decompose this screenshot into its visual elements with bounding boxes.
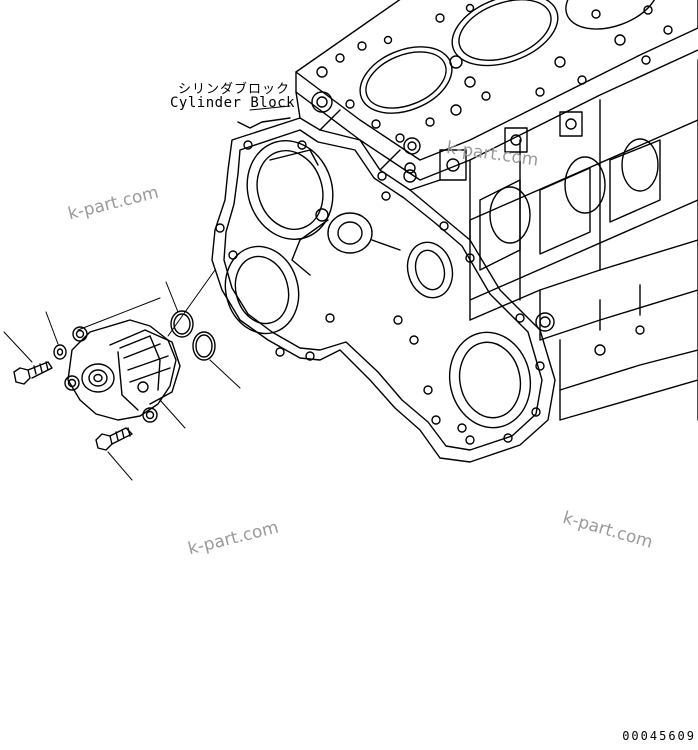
water-pump	[64, 319, 181, 423]
leader-lines	[3, 105, 291, 481]
cylinder-block	[211, 0, 698, 463]
bolt-upper	[13, 361, 53, 385]
o-ring-lower	[192, 331, 216, 361]
washer	[53, 344, 67, 360]
o-ring-upper	[170, 310, 194, 338]
part-name-english: Cylinder Block	[170, 95, 296, 111]
drawing-number: 00045609	[622, 729, 696, 743]
bolt-lower	[95, 427, 133, 451]
part-name-japanese: シリンダブロック	[178, 82, 291, 97]
